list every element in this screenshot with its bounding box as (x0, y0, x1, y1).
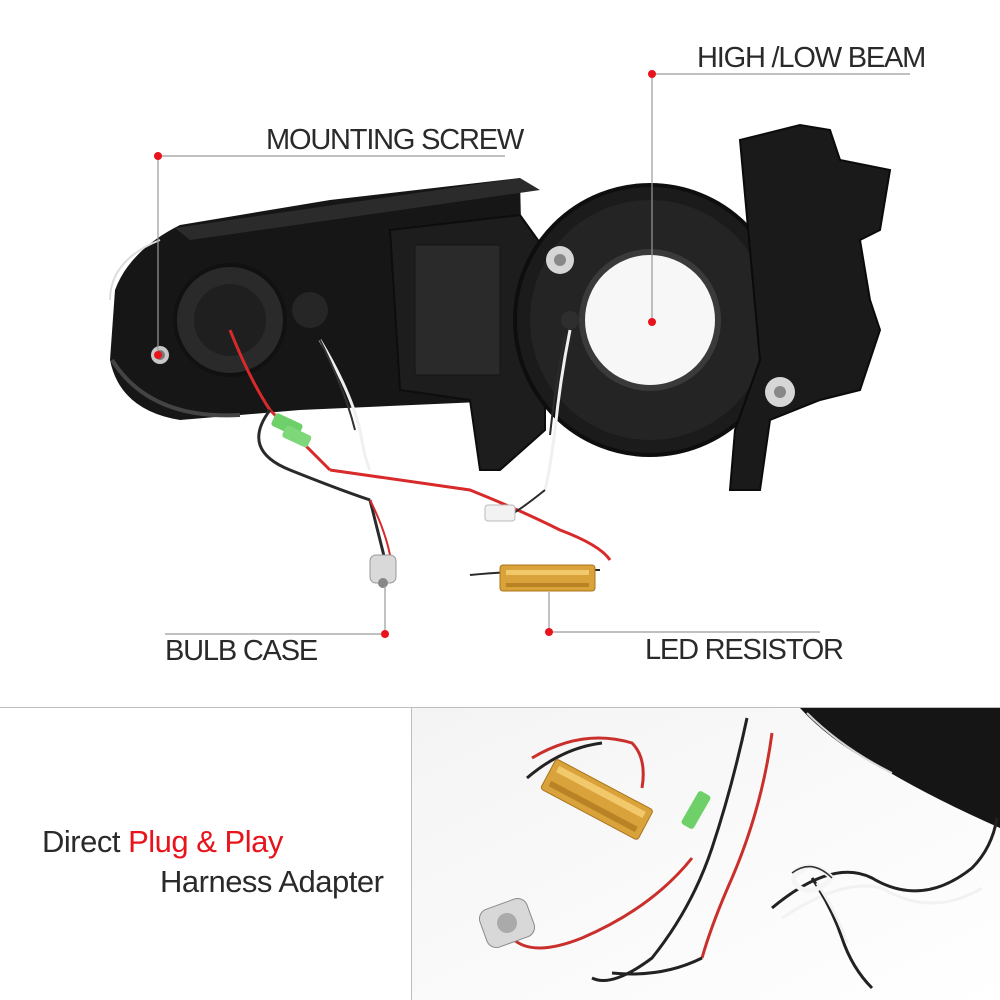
callout-dot (154, 351, 162, 359)
tagline-highlight: Plug & Play (128, 824, 283, 859)
high-low-beam-label: HIGH /LOW BEAM (697, 42, 926, 74)
led-resistor (499, 564, 596, 592)
callout-dot (648, 70, 656, 78)
led-resistor-label: LED RESISTOR (645, 634, 844, 666)
bulb-socket (369, 554, 397, 588)
bulb-case-label: BULB CASE (165, 635, 318, 667)
callout-dot (648, 318, 656, 326)
callout-dot (545, 628, 553, 636)
callout-dot (154, 152, 162, 160)
mounting-screw-label: MOUNTING SCREW (266, 124, 524, 156)
tagline-line2: Harness Adapter (160, 864, 384, 899)
tagline-prefix: Direct (42, 824, 129, 859)
tagline-line1: Direct Plug & Play (42, 826, 283, 857)
callout-dot (381, 630, 389, 638)
horizontal-divider (0, 707, 1000, 708)
headlight-housing-photo (109, 70, 910, 638)
wiring-harness-photo (412, 708, 1000, 1000)
vertical-divider (411, 707, 412, 1000)
